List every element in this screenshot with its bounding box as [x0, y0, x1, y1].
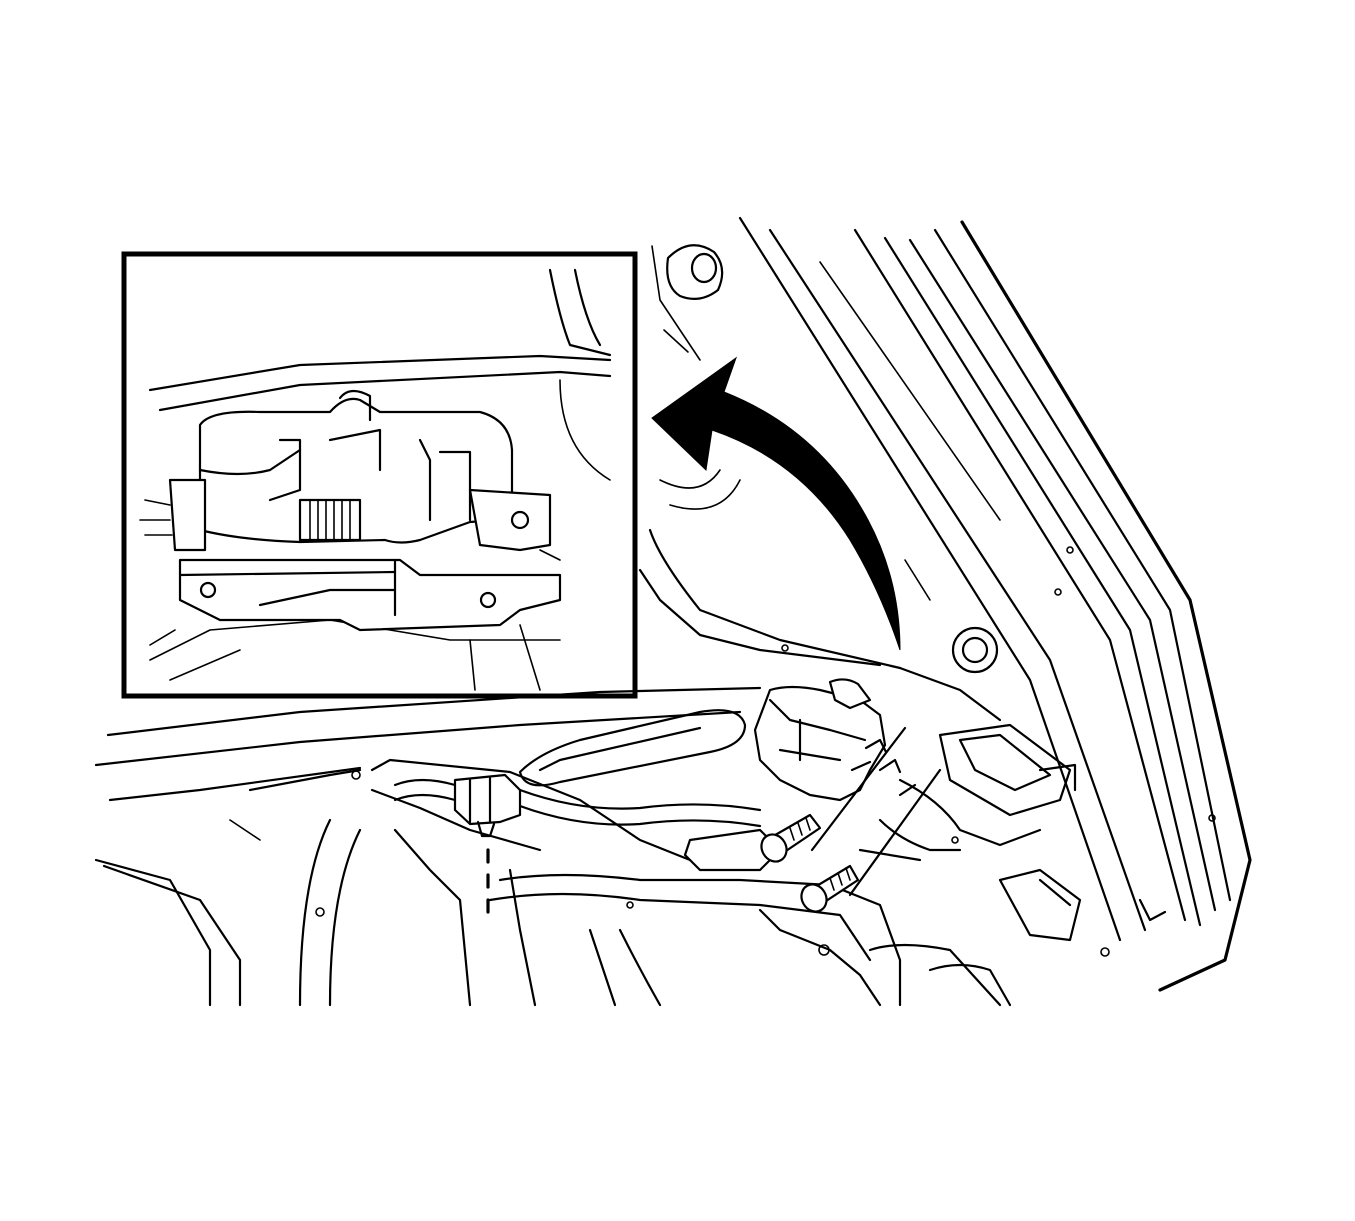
- wiring-harness: [393, 773, 762, 914]
- harness-connector: [453, 773, 522, 838]
- latch-actuator: [683, 678, 1077, 872]
- detail-inset: [121, 251, 638, 699]
- spring-coil: [298, 498, 362, 542]
- curved-arrow: [651, 356, 901, 651]
- fastener-bolt-1: [760, 726, 907, 863]
- fastener-bolt-2: [800, 768, 942, 913]
- lid-edge-panel: [738, 216, 1252, 992]
- hole-marks: [850, 738, 917, 797]
- rubber-bumper: [651, 244, 724, 361]
